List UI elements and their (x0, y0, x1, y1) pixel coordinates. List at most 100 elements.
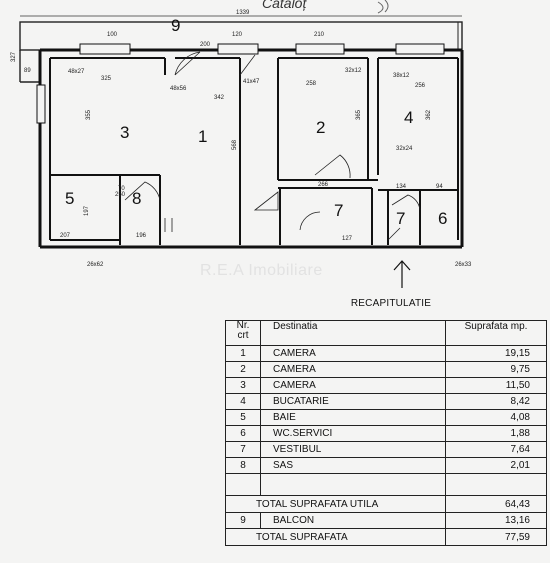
row-area: 1,88 (445, 425, 547, 442)
header-dest: Destinatia (260, 320, 446, 346)
header-nr: Nr. crt (225, 320, 261, 346)
dim-label: 32x24 (396, 146, 413, 152)
dim-label: 70 (118, 186, 125, 192)
total-util-value: 64,43 (445, 495, 547, 513)
dim-label: 1339 (236, 10, 250, 16)
total-util-label: TOTAL SUPRAFATA UTILA (225, 495, 446, 513)
row-dest: BALCON (260, 512, 446, 529)
room-label-1: 1 (198, 127, 207, 146)
table-row: 2 CAMERA 9,75 (225, 361, 547, 378)
dim-label: 568 (232, 139, 238, 150)
dim-label: 26x62 (87, 262, 104, 268)
row-area: 4,08 (445, 409, 547, 426)
dim-label: 200 (200, 42, 211, 48)
dim-label: 89 (24, 68, 31, 74)
blank-cell (260, 473, 446, 496)
row-nr: 9 (225, 512, 261, 529)
room-label-4: 4 (404, 108, 413, 127)
dim-label: 41x47 (243, 79, 260, 85)
windows (36, 43, 445, 124)
dim-label: 197 (84, 205, 90, 216)
table-row: 6 WC.SERVICI 1,88 (225, 425, 547, 442)
dim-label: 365 (356, 109, 362, 120)
dim-label: 26x33 (455, 262, 472, 268)
dim-label: 134 (396, 184, 407, 190)
dim-label: 48x27 (68, 69, 85, 75)
dim-label: 362 (426, 109, 432, 120)
entrance-arrow-icon (393, 260, 411, 288)
header-scribble: Cataloț (262, 0, 307, 11)
row-dest: BAIE (260, 409, 446, 426)
dim-label: 38x12 (393, 73, 410, 79)
table-row: 5 BAIE 4,08 (225, 409, 547, 426)
interior-walls (49, 57, 459, 245)
dim-label: 196 (136, 233, 147, 239)
row-dest: SAS (260, 457, 446, 474)
table-row: 1 CAMERA 19,15 (225, 345, 547, 362)
row-area: 9,75 (445, 361, 547, 378)
row-nr: 5 (225, 409, 261, 426)
dim-label: 120 (232, 32, 243, 38)
dim-label: 258 (306, 81, 317, 87)
total-label: TOTAL SUPRAFATA (225, 528, 446, 546)
row-dest: WC.SERVICI (260, 425, 446, 442)
row-nr: 6 (225, 425, 261, 442)
dim-label: 210 (314, 32, 325, 38)
row-dest: CAMERA (260, 345, 446, 362)
room-label-2: 2 (316, 118, 325, 137)
dim-label: 250 (115, 192, 126, 198)
row-nr: 4 (225, 393, 261, 410)
row-dest: BUCATARIE (260, 393, 446, 410)
room-label-7b: 7 (396, 209, 405, 228)
row-nr: 1 (225, 345, 261, 362)
room-label-8: 8 (132, 189, 141, 208)
recap-table: Nr. crt Destinatia Suprafata mp. 1 CAMER… (225, 320, 547, 546)
row-area: 11,50 (445, 377, 547, 394)
room-label-9: 9 (171, 16, 180, 35)
room-label-5: 5 (65, 189, 74, 208)
row-area: 7,64 (445, 441, 547, 458)
dim-label: 355 (86, 109, 92, 120)
recap-title: RECAPITULATIE (350, 298, 432, 309)
dim-label: 207 (60, 233, 71, 239)
total-value: 77,59 (445, 528, 547, 546)
row-area: 8,42 (445, 393, 547, 410)
blank-cell (225, 473, 261, 496)
total-util-row: TOTAL SUPRAFATA UTILA 64,43 (225, 495, 547, 513)
row-nr: 3 (225, 377, 261, 394)
watermark: R.E.A Imobiliare (200, 262, 323, 279)
table-row: 4 BUCATARIE 8,42 (225, 393, 547, 410)
blank-cell (445, 473, 547, 496)
balcon-row: 9 BALCON 13,16 (225, 512, 547, 529)
room-label-7a: 7 (334, 201, 343, 220)
dim-label: 342 (214, 95, 225, 101)
row-area: 13,16 (445, 512, 547, 529)
dim-label: 256 (415, 83, 426, 89)
stamp-fragment (377, 0, 389, 14)
row-area: 19,15 (445, 345, 547, 362)
floor-plan: Cataloț (11, 0, 472, 288)
dim-label: 32x12 (345, 68, 362, 74)
door-swings (124, 51, 421, 241)
row-dest: CAMERA (260, 361, 446, 378)
table-row: 7 VESTIBUL 7,64 (225, 441, 547, 458)
row-area: 2,01 (445, 457, 547, 474)
room-label-3: 3 (120, 123, 129, 142)
row-dest: VESTIBUL (260, 441, 446, 458)
table-row: 8 SAS 2,01 (225, 457, 547, 474)
dim-label: 94 (436, 184, 443, 190)
total-row: TOTAL SUPRAFATA 77,59 (225, 528, 547, 546)
row-nr: 7 (225, 441, 261, 458)
dim-label: 127 (342, 236, 353, 242)
table-row-blank (225, 473, 547, 496)
room-label-6: 6 (438, 209, 447, 228)
dim-label: 266 (318, 182, 329, 188)
table-header-row: Nr. crt Destinatia Suprafata mp. (225, 320, 547, 346)
table-row: 3 CAMERA 11,50 (225, 377, 547, 394)
dim-label: 48x56 (170, 86, 187, 92)
row-nr: 2 (225, 361, 261, 378)
dim-label: 100 (107, 32, 118, 38)
row-dest: CAMERA (260, 377, 446, 394)
row-nr: 8 (225, 457, 261, 474)
dim-label: 325 (101, 76, 112, 82)
